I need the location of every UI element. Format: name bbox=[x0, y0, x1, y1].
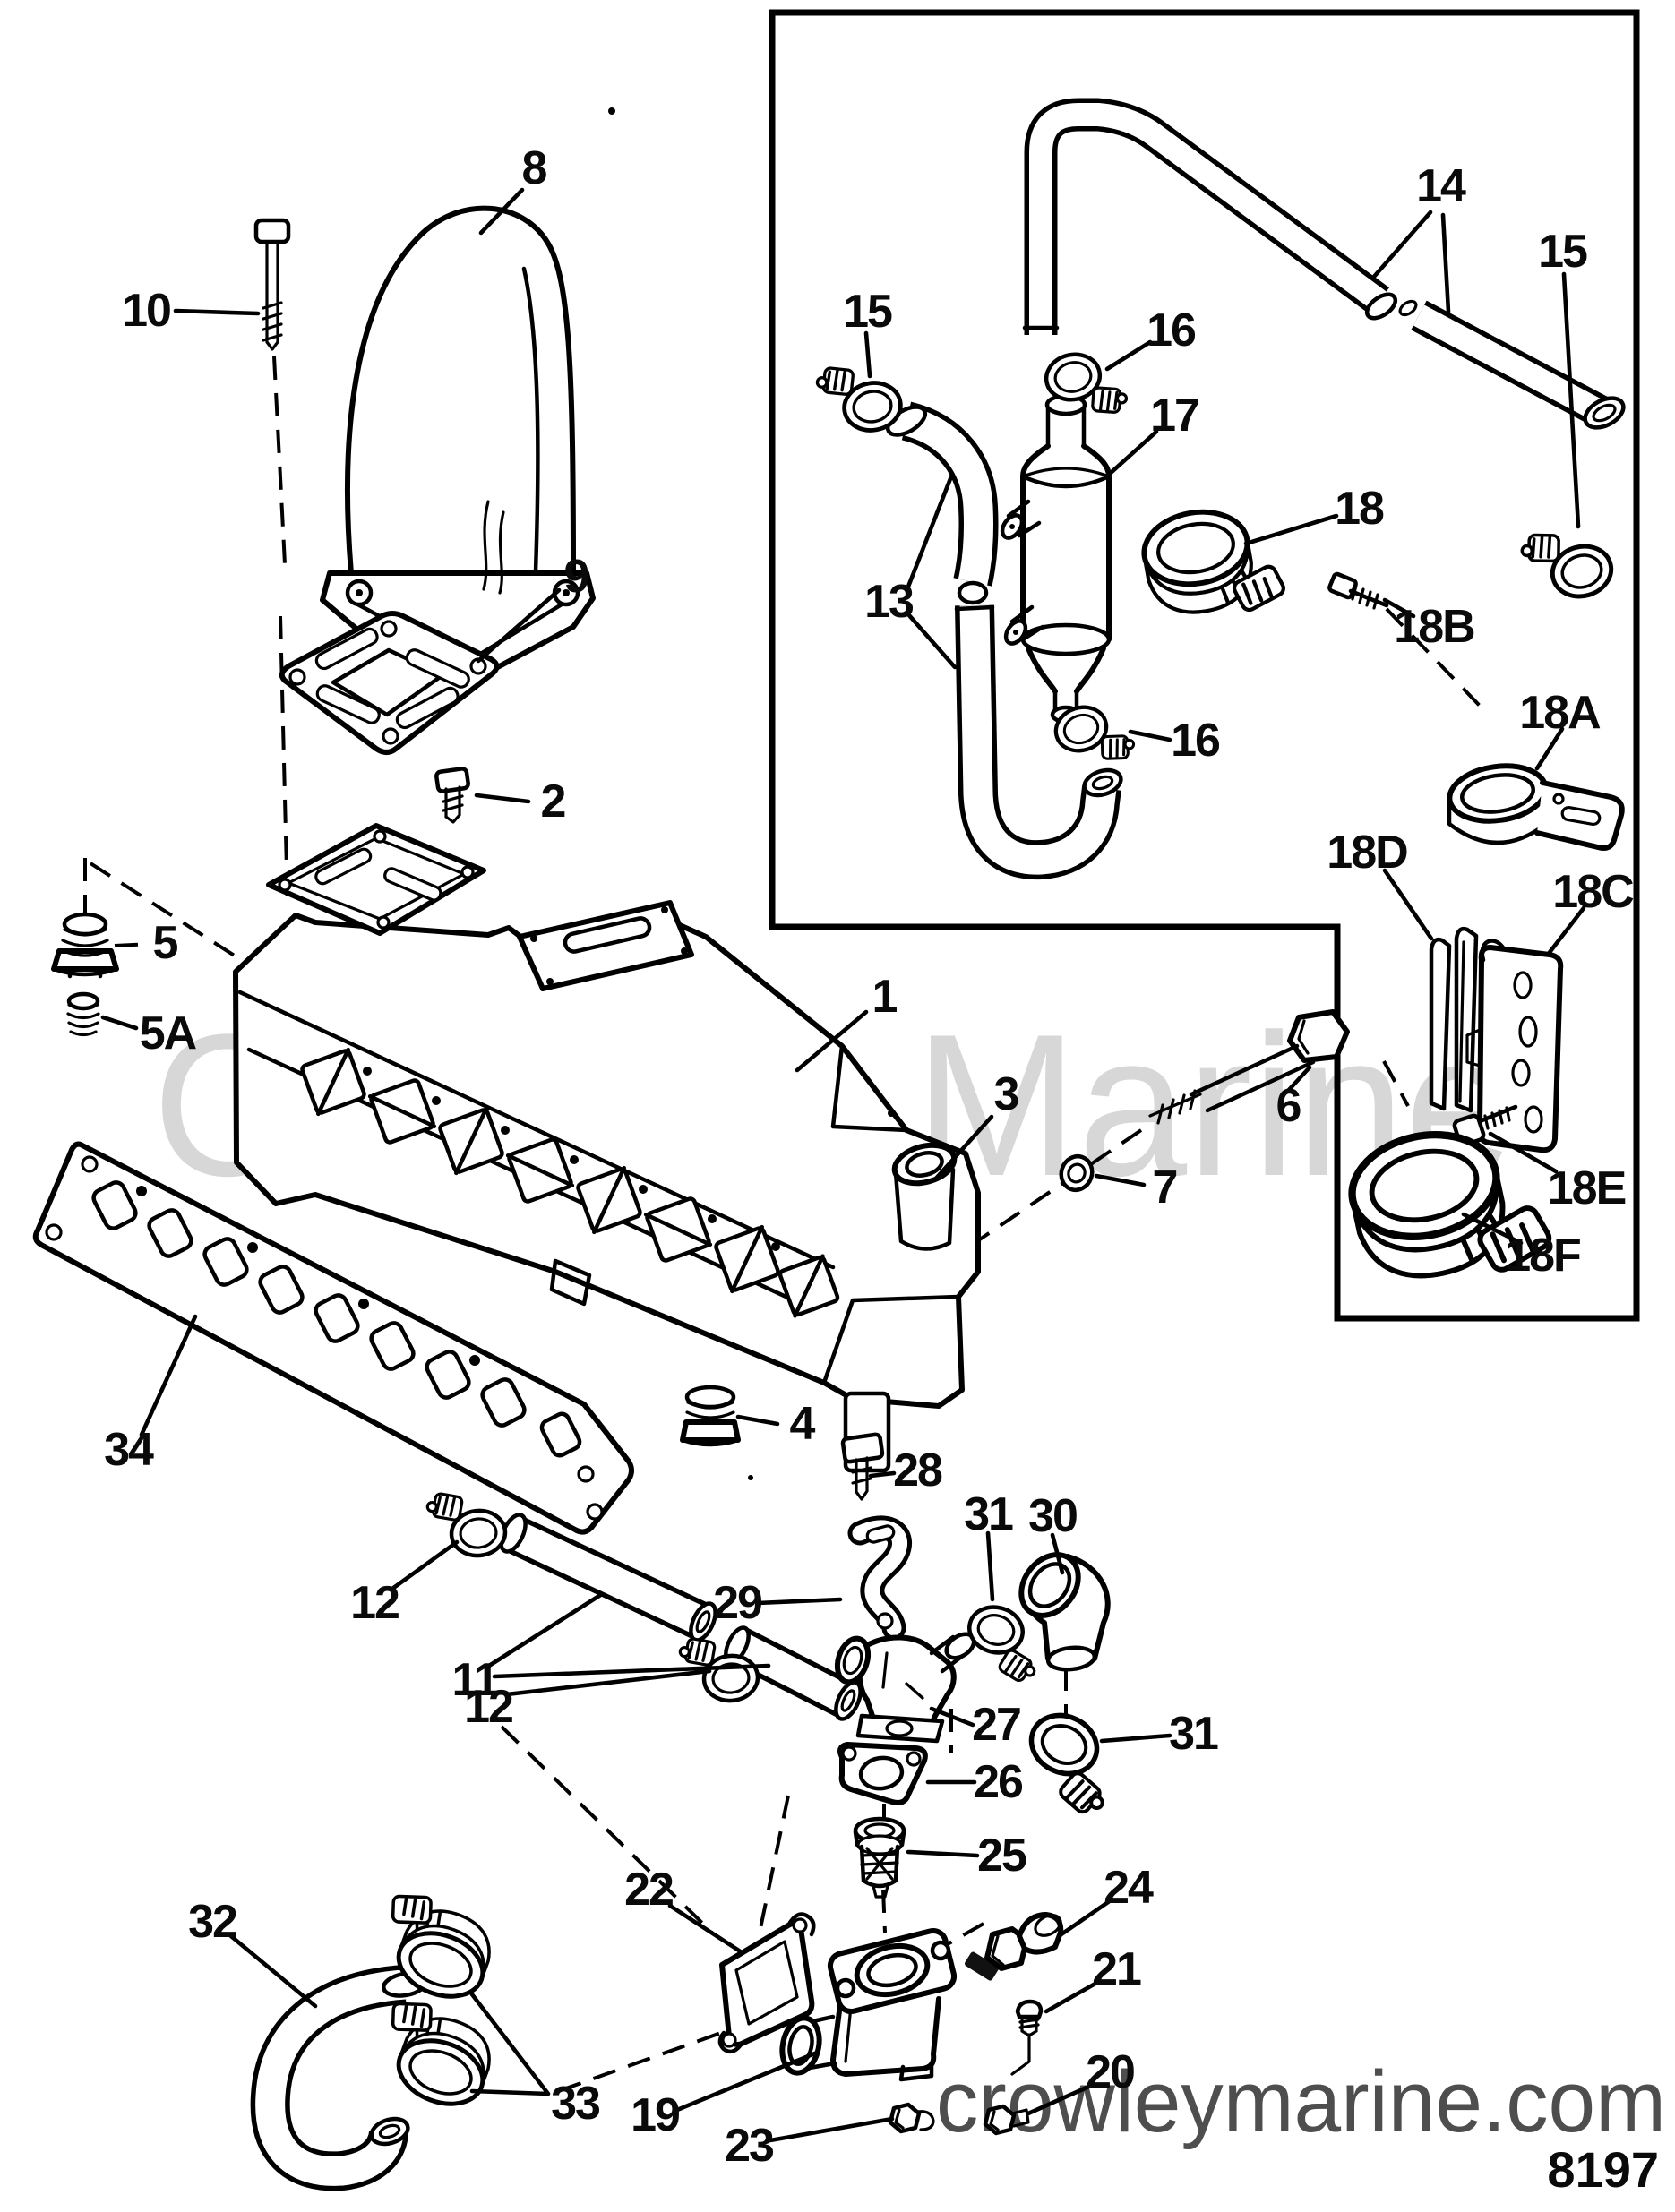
figure-number: 8197 bbox=[1547, 2141, 1659, 2198]
part-callout-18E: 18E bbox=[1548, 1162, 1626, 1214]
part-2-bolt bbox=[434, 767, 470, 824]
part-callout-28: 28 bbox=[893, 1445, 942, 1496]
part-31-clamp-lower bbox=[1009, 1705, 1133, 1823]
part-callout-19: 19 bbox=[631, 2089, 679, 2141]
part-callout-33: 33 bbox=[551, 2078, 600, 2130]
part-4-drain-plug bbox=[680, 1385, 741, 1447]
part-callout-8: 8 bbox=[522, 142, 547, 194]
part-callout-22: 22 bbox=[624, 1864, 673, 1916]
part-19-water-housing bbox=[779, 1927, 958, 2082]
part-callout-32: 32 bbox=[188, 1896, 236, 1948]
part-callout-7: 7 bbox=[1153, 1162, 1177, 1213]
part-33-clamp-lower bbox=[367, 1993, 502, 2114]
part-callout-18: 18 bbox=[1335, 483, 1384, 535]
part-callout-26: 26 bbox=[974, 1756, 1023, 1808]
part-18-clamp bbox=[1138, 499, 1288, 628]
watermark-site-url: crowleymarine.com bbox=[936, 2053, 1666, 2150]
part-5A-plug bbox=[66, 991, 100, 1037]
part-23-plug bbox=[888, 2102, 935, 2134]
part-30-elbow bbox=[1018, 1552, 1111, 1672]
part-15-clamp-right bbox=[1516, 515, 1617, 610]
part-callout-31b: 31 bbox=[1169, 1708, 1218, 1760]
print-dot bbox=[608, 107, 615, 115]
part-18B-bolt bbox=[1327, 571, 1389, 610]
part-10-bolt bbox=[253, 218, 291, 351]
part-22-gasket bbox=[717, 1912, 816, 2054]
part-callout-29: 29 bbox=[713, 1577, 761, 1629]
inset-box-border bbox=[769, 9, 1640, 1322]
part-8-exhaust-elbow bbox=[320, 205, 596, 687]
callout-leader-lines bbox=[100, 187, 1586, 2143]
part-14-water-pipes bbox=[1022, 98, 1626, 430]
part-callouts: 123455A678910111212131415151616171818A18… bbox=[104, 142, 1636, 2172]
part-17-oil-cooler bbox=[1000, 393, 1112, 724]
part-callout-18A: 18A bbox=[1519, 687, 1601, 739]
part-callout-25: 25 bbox=[977, 1830, 1026, 1882]
part-callout-18F: 18F bbox=[1505, 1230, 1580, 1282]
part-callout-31a: 31 bbox=[964, 1488, 1013, 1540]
part-5-fitting bbox=[51, 912, 119, 979]
part-callout-11: 11 bbox=[452, 1654, 499, 1706]
part-callout-1: 1 bbox=[872, 971, 898, 1023]
part-callout-13: 13 bbox=[864, 576, 914, 628]
part-callout-9: 9 bbox=[564, 551, 588, 603]
part-callout-12a: 12 bbox=[350, 1577, 399, 1629]
part-callout-15-right: 15 bbox=[1538, 226, 1587, 278]
part-13-hoses bbox=[885, 401, 1123, 880]
part-callout-3: 3 bbox=[994, 1068, 1019, 1120]
part-callout-15-left: 15 bbox=[843, 286, 892, 338]
part-callout-10: 10 bbox=[122, 285, 170, 337]
part-callout-30: 30 bbox=[1028, 1490, 1077, 1542]
part-26-gasket bbox=[838, 1742, 928, 1805]
part-callout-5: 5 bbox=[153, 917, 178, 969]
part-9-gasket bbox=[279, 611, 500, 755]
part-34-gasket bbox=[32, 1141, 634, 1535]
part-callout-18C: 18C bbox=[1552, 866, 1634, 918]
part-callout-2: 2 bbox=[541, 776, 565, 827]
part-callout-18B: 18B bbox=[1394, 601, 1474, 653]
part-callout-20: 20 bbox=[1086, 2046, 1134, 2098]
part-29-bracket bbox=[847, 1515, 912, 1641]
part-18A-clamp-bracket bbox=[1447, 763, 1625, 851]
part-32-hose bbox=[250, 1965, 428, 2191]
assembly-dashed-lines bbox=[83, 356, 1525, 2095]
part-18D-shims bbox=[1429, 926, 1479, 1113]
part-20-plug bbox=[983, 2104, 1030, 2136]
part-callout-18D: 18D bbox=[1327, 827, 1407, 879]
part-callout-5A: 5A bbox=[140, 1007, 197, 1059]
part-27-thermostat-housing bbox=[834, 1632, 976, 1744]
part-callout-24: 24 bbox=[1104, 1862, 1154, 1914]
part-callout-21: 21 bbox=[1092, 1943, 1141, 1995]
part-15-clamp-left bbox=[812, 354, 905, 439]
part-callout-27: 27 bbox=[972, 1699, 1020, 1751]
part-12-clamp-upper bbox=[424, 1485, 507, 1561]
part-7-washer bbox=[1059, 1153, 1095, 1193]
part-callout-23: 23 bbox=[725, 2120, 774, 2172]
part-callout-4: 4 bbox=[790, 1398, 816, 1450]
part-callout-16-bottom: 16 bbox=[1171, 715, 1220, 767]
part-callout-17: 17 bbox=[1150, 390, 1198, 442]
part-1-exhaust-manifold bbox=[233, 823, 981, 1480]
part-callout-16-top: 16 bbox=[1147, 304, 1196, 356]
part-callout-6: 6 bbox=[1276, 1080, 1301, 1132]
part-21-plug bbox=[1010, 1999, 1044, 2076]
part-28-bolt bbox=[840, 1432, 885, 1501]
part-24-elbow-fitting bbox=[964, 1912, 1064, 1981]
part-callout-14: 14 bbox=[1416, 160, 1466, 212]
part-6-bolt bbox=[1148, 1009, 1350, 1125]
part-11-hoses bbox=[499, 1513, 863, 1721]
part-25-thermostat bbox=[853, 1816, 906, 1899]
part-16-clamp-top bbox=[1042, 345, 1131, 428]
part-callout-12b: 12 bbox=[464, 1681, 512, 1733]
part-callout-34: 34 bbox=[104, 1424, 154, 1476]
